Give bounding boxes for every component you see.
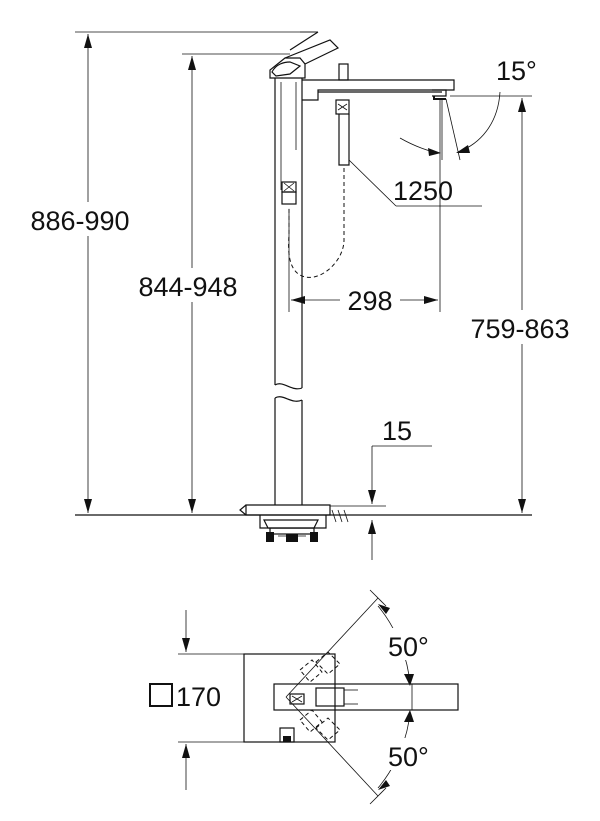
overall-height-dimension: 886-990 (20, 34, 138, 513)
spout-reach-dimension: 298 (288, 100, 441, 316)
rotation-lower-label: 50° (388, 742, 429, 772)
rotation-dimension: 50° 50° (285, 589, 443, 805)
spout-angle-dimension: 15° (399, 56, 537, 161)
spout-reach-label: 298 (347, 286, 392, 316)
spout-top-height-label: 844-948 (138, 272, 237, 302)
overall-height-label: 886-990 (30, 206, 129, 236)
spout-outlet-height-label: 759-863 (470, 314, 569, 344)
base-size-label: 170 (176, 682, 221, 712)
faucet-column (274, 78, 303, 505)
spout-outlet-height-dimension: 759-863 (450, 95, 584, 513)
hose-length-dimension: 1250 (348, 159, 482, 207)
square-symbol (149, 683, 173, 707)
side-elevation: 886-990 844-948 759-863 (20, 31, 584, 560)
plan-view: 170 (149, 589, 459, 805)
hose-connector (281, 181, 297, 205)
spout-plan (273, 683, 459, 711)
base-size-dimension: 170 (149, 610, 244, 790)
rotated-shower-positions (299, 651, 341, 741)
floor-clearance-label: 15 (382, 416, 412, 446)
spout-top-height-dimension: 844-948 (124, 56, 248, 513)
plan-holder (279, 727, 295, 743)
hose-length-label: 1250 (393, 176, 453, 206)
floor-mount-base (239, 504, 349, 542)
floor-clearance-dimension: 15 (330, 416, 432, 560)
hose-dashed (288, 168, 345, 278)
hand-shower (335, 63, 350, 166)
spout-angle-label: 15° (496, 56, 537, 86)
mixer-lever (269, 31, 340, 79)
rotation-upper-label: 50° (388, 632, 429, 662)
spout-arm (302, 79, 455, 101)
